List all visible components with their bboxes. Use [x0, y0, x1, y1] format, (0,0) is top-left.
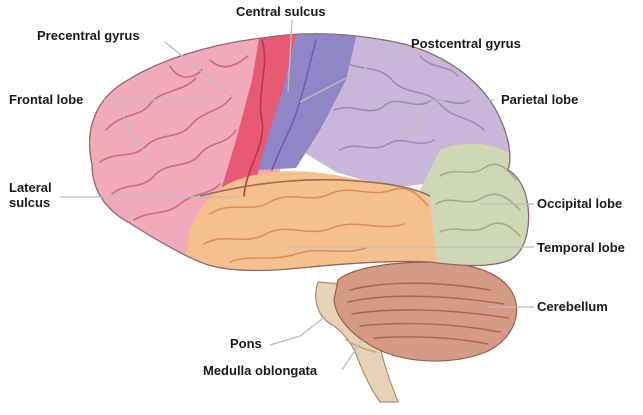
label-postcentral-gyrus: Postcentral gyrus [411, 36, 521, 51]
label-medulla-oblongata: Medulla oblongata [203, 363, 317, 378]
label-occipital-lobe: Occipital lobe [537, 196, 622, 211]
leader-pons [270, 316, 326, 345]
label-temporal-lobe: Temporal lobe [537, 240, 625, 255]
cerebrum [80, 20, 540, 290]
label-cerebellum: Cerebellum [537, 299, 608, 314]
label-parietal-lobe: Parietal lobe [501, 92, 578, 107]
label-lateral-sulcus: Lateral sulcus [9, 180, 52, 210]
label-precentral-gyrus: Precentral gyrus [37, 28, 140, 43]
label-frontal-lobe: Frontal lobe [9, 92, 83, 107]
label-central-sulcus: Central sulcus [236, 4, 326, 19]
label-pons: Pons [230, 336, 262, 351]
